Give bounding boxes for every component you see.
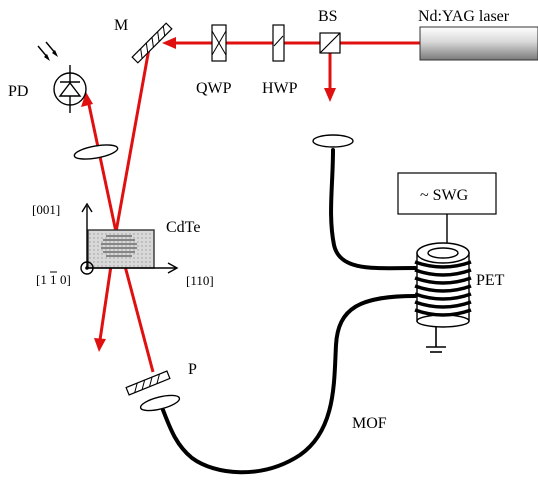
qwp-label: QWP (196, 80, 232, 97)
crystal-axes (80, 202, 179, 275)
laser-label: Nd:YAG laser (418, 8, 510, 25)
hwp-label: HWP (262, 80, 298, 97)
axis-out-label-left: [1 (36, 272, 47, 287)
pet-label: PET (476, 272, 505, 289)
photodiode-icon (37, 41, 87, 113)
pd-lens (73, 144, 119, 160)
polarizer (125, 370, 171, 396)
sample-interference-lines (101, 235, 137, 257)
axis-out-label-bar: 1 (50, 272, 57, 287)
swg-label: ~ SWG (420, 187, 469, 204)
swg-box (397, 172, 497, 215)
axis-right-label: [110] (186, 273, 214, 288)
fiber-in-segment (329, 148, 417, 271)
mirror-label: M (114, 17, 128, 34)
beam-arrowhead-bottom (94, 338, 106, 352)
beam-arrowhead-pd (81, 92, 93, 107)
beam-splitter-diagonal (319, 32, 341, 54)
pet-coil (414, 260, 472, 317)
sample-label: CdTe (166, 219, 200, 236)
ground-icon (426, 327, 446, 353)
fiber-out-lens (139, 394, 181, 412)
axis-up-label: [001] (32, 202, 60, 217)
axis-out-dot (85, 266, 89, 270)
hwp-axis (273, 35, 284, 47)
laser-body (419, 26, 538, 61)
fiber-label: MOF (352, 415, 387, 432)
beam-arrowhead-left (162, 37, 176, 49)
axis-out-label-right: 0] (60, 272, 71, 287)
beam-arrowhead-down (324, 88, 336, 102)
bs-label: BS (318, 8, 338, 25)
probe-beam-to-pd (86, 99, 118, 233)
mirror (131, 22, 173, 64)
fiber-out-segment (161, 294, 417, 475)
polarizer-label: P (188, 361, 197, 378)
probe-beam-to-sample (114, 42, 152, 233)
laser-beam-path (86, 41, 420, 373)
coupling-lens (312, 134, 354, 148)
pd-label: PD (8, 83, 28, 100)
hwp-plate (272, 24, 285, 62)
qwp-axis-b (211, 30, 227, 56)
fiber-path (161, 148, 417, 475)
